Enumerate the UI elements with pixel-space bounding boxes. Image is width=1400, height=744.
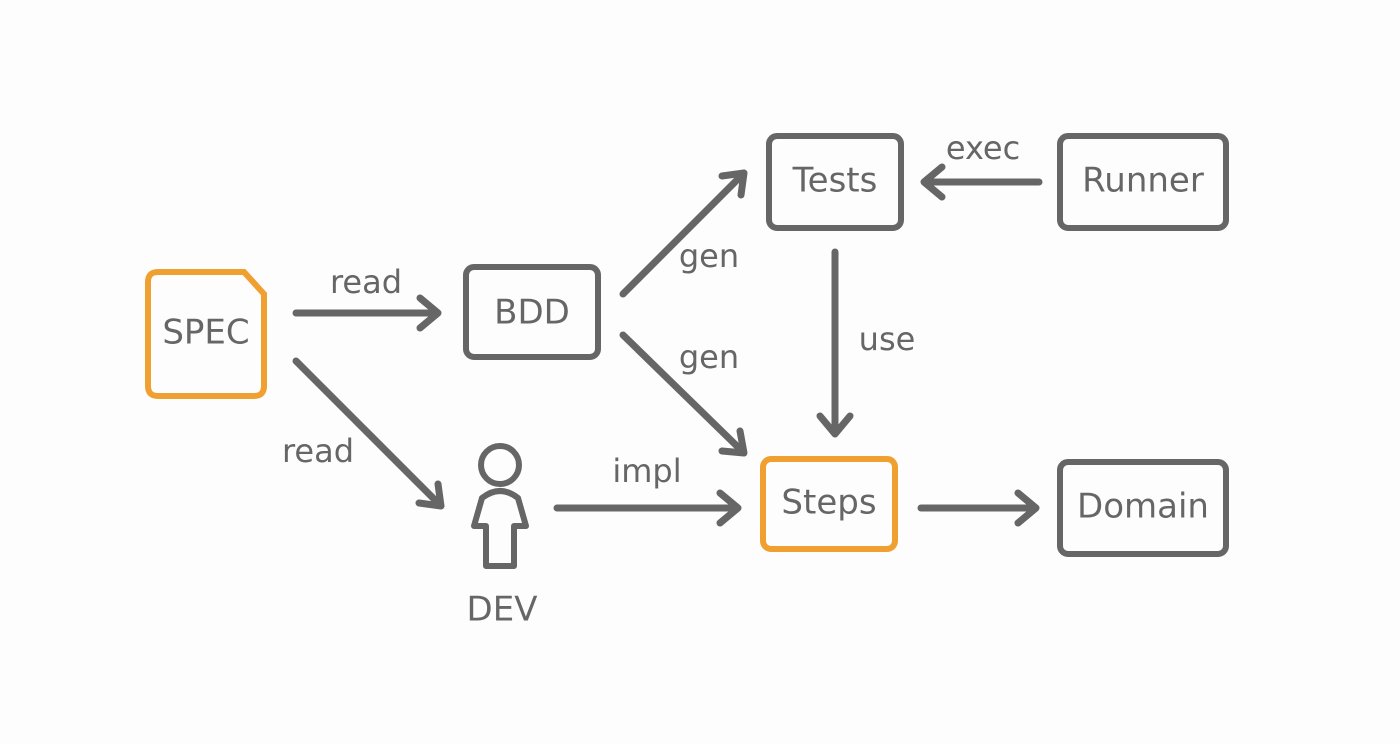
edge-label-tests-steps: use: [859, 320, 916, 358]
steps-box: [760, 456, 898, 552]
spec-document-shape: [145, 269, 267, 399]
bdd-node: BDD: [463, 264, 601, 360]
spec-label: SPEC: [162, 313, 249, 353]
edge-tests-steps: use: [816, 248, 916, 438]
runner-node: Runner: [1057, 133, 1229, 231]
tests-node: Tests: [766, 133, 904, 231]
edge-runner-tests: exec: [920, 129, 1043, 201]
edge-label-runner-tests: exec: [946, 129, 1020, 167]
edge-label-bdd-tests: gen: [679, 237, 739, 275]
dev-label: DEV: [467, 590, 538, 630]
steps-label: Steps: [781, 483, 876, 523]
domain-node: Domain: [1057, 459, 1229, 557]
bdd-box: [463, 264, 601, 360]
dev-node: DEV: [467, 443, 538, 630]
edge-label-spec-bdd: read: [330, 263, 402, 301]
person-icon: [471, 443, 529, 569]
tests-box: [766, 133, 904, 231]
edge-label-spec-dev: read: [282, 432, 354, 470]
edge-label-bdd-steps: gen: [679, 338, 739, 376]
edge-spec-dev: read: [282, 357, 445, 510]
edge-dev-steps: impl: [553, 452, 742, 527]
runner-box: [1057, 133, 1229, 231]
edge-spec-bdd: read: [292, 263, 442, 332]
runner-label: Runner: [1082, 161, 1204, 201]
domain-box: [1057, 459, 1229, 557]
domain-label: Domain: [1077, 487, 1209, 527]
edge-bdd-steps: gen: [619, 331, 748, 457]
tests-label: Tests: [792, 161, 878, 201]
edge-label-dev-steps: impl: [612, 452, 681, 490]
bdd-label: BDD: [494, 293, 570, 333]
edge-bdd-tests: gen: [619, 169, 748, 298]
spec-node: SPEC: [145, 269, 267, 399]
steps-node: Steps: [760, 456, 898, 552]
edge-steps-domain: [917, 489, 1040, 527]
